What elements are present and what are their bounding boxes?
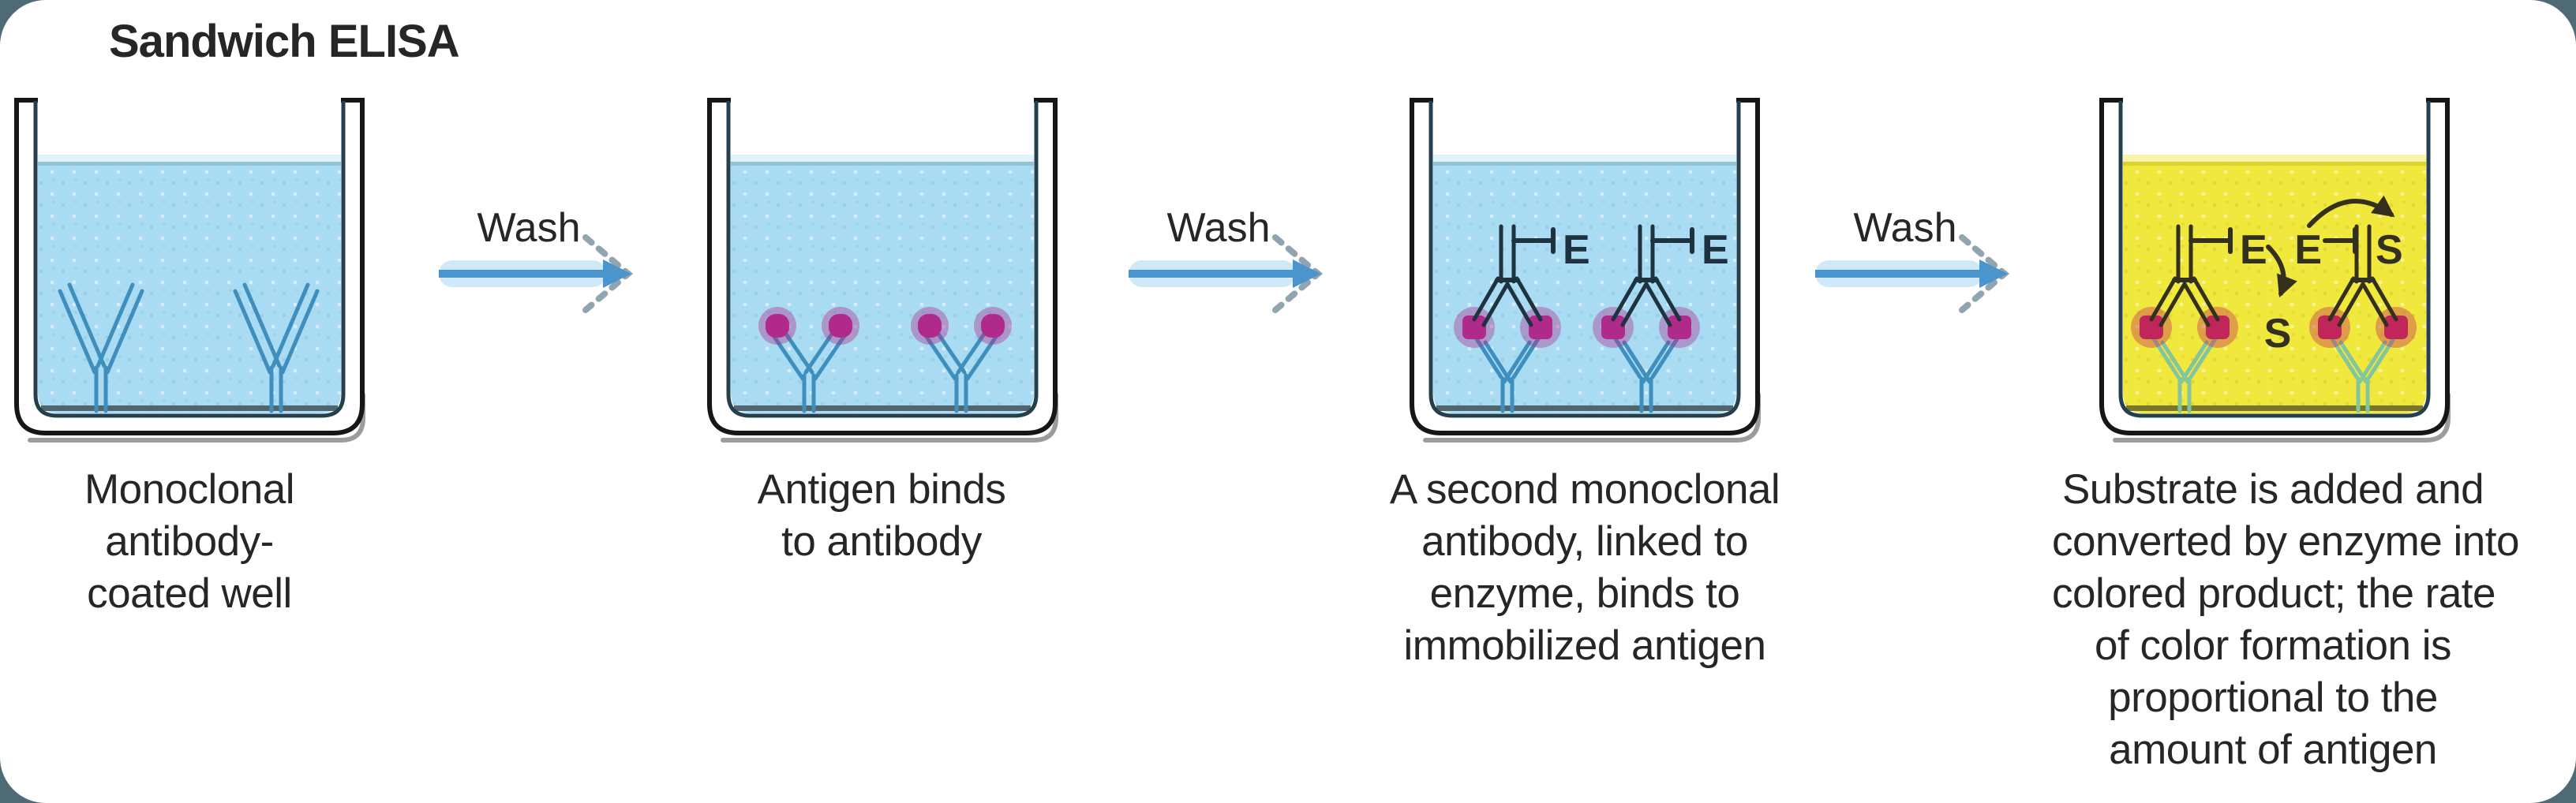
enzyme-label: E bbox=[1563, 227, 1590, 273]
well-1-antibody-coated bbox=[14, 98, 365, 440]
caption-line: of color formation is bbox=[2095, 622, 2451, 669]
caption-line: immobilized antigen bbox=[1403, 622, 1766, 669]
well-caption-2: Antigen binds to antibody bbox=[661, 464, 1103, 568]
reaction-arrow-icon bbox=[2307, 195, 2395, 228]
substrate-label: S bbox=[2376, 227, 2403, 273]
antigen-icon bbox=[822, 307, 859, 345]
wash-arrow-icon bbox=[1979, 260, 2008, 288]
wash-step-3: Wash bbox=[1815, 205, 2010, 313]
diagram-title: Sandwich ELISA bbox=[109, 16, 460, 67]
reaction-arrow-icon bbox=[2266, 245, 2297, 298]
wash-step-1: Wash bbox=[439, 205, 634, 313]
wash-arrow-icon bbox=[1293, 260, 1321, 288]
caption-line: A second monoclonal bbox=[1389, 466, 1780, 513]
wash-label: Wash bbox=[477, 205, 581, 251]
liquid-surface bbox=[38, 162, 341, 166]
well-caption-1: Monoclonal antibody- coated well bbox=[0, 464, 410, 620]
caption-line: coated well bbox=[87, 570, 292, 617]
caption-line: antibody, linked to bbox=[1421, 518, 1748, 565]
wash-arrow-icon bbox=[603, 260, 631, 288]
enzyme-label: E bbox=[1702, 227, 1729, 273]
antigen-icon bbox=[911, 307, 949, 345]
caption-line: converted by enzyme into bbox=[2052, 518, 2519, 565]
caption-line: amount of antigen bbox=[2109, 726, 2437, 773]
substrate-label: S bbox=[2264, 311, 2292, 357]
sandwich-complex-icon: E bbox=[1593, 226, 1729, 411]
enzyme-label: E bbox=[2240, 227, 2267, 273]
liquid-surface bbox=[1433, 162, 1736, 166]
caption-line: enzyme, binds to bbox=[1429, 570, 1740, 617]
well-caption-4: Substrate is added and converted by enzy… bbox=[2052, 464, 2519, 776]
well-floor bbox=[1436, 405, 1733, 411]
caption-line: Substrate is added and bbox=[2061, 466, 2484, 513]
enzyme-label: E bbox=[2294, 227, 2322, 273]
well-caption-3: A second monoclonal antibody, linked to … bbox=[1364, 464, 1806, 672]
caption-line: to antibody bbox=[781, 518, 982, 565]
sandwich-complex-icon: E S bbox=[2131, 226, 2297, 411]
well-floor bbox=[41, 405, 338, 411]
sandwich-complex-icon: E S bbox=[2294, 195, 2417, 411]
enzyme-substrate-link bbox=[2323, 227, 2357, 254]
antigen-icon bbox=[758, 307, 796, 345]
wash-label: Wash bbox=[1854, 205, 1957, 251]
well-floor bbox=[2126, 405, 2423, 411]
caption-line: colored product; the rate bbox=[2052, 570, 2496, 617]
well-3-enzyme-antibody: E E bbox=[1410, 98, 1760, 440]
well-4-colored-product: E S E S bbox=[2099, 98, 2450, 440]
wash-label: Wash bbox=[1167, 205, 1271, 251]
liquid-surface bbox=[731, 162, 1034, 166]
well-2-antigen-bound bbox=[707, 98, 1058, 440]
liquid-surface bbox=[2123, 162, 2426, 166]
sandwich-complex-icon: E bbox=[1454, 226, 1590, 411]
caption-line: Antigen binds bbox=[757, 466, 1006, 513]
caption-line: antibody- bbox=[105, 518, 274, 565]
well-floor bbox=[734, 405, 1031, 411]
wash-step-2: Wash bbox=[1129, 205, 1324, 313]
caption-line: Monoclonal bbox=[84, 466, 295, 513]
antigen-icon bbox=[974, 307, 1012, 345]
caption-line: proportional to the bbox=[2108, 674, 2438, 721]
